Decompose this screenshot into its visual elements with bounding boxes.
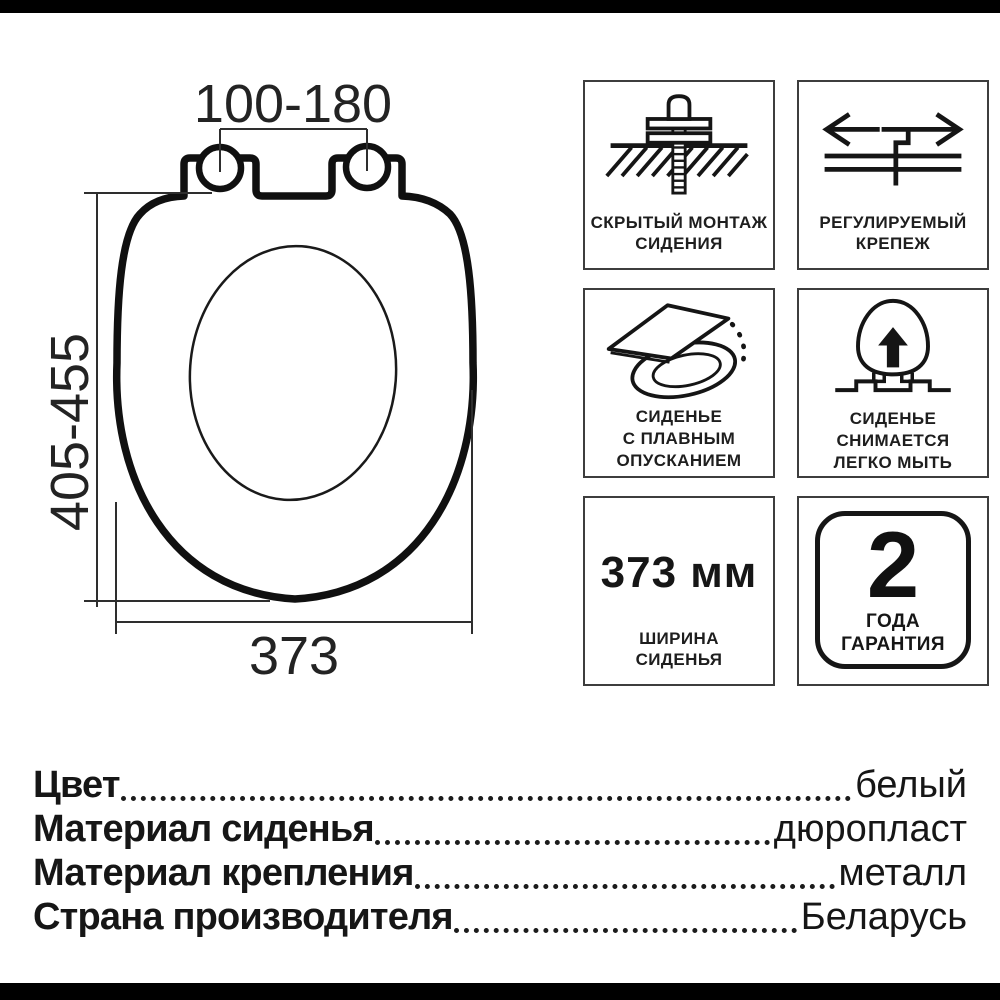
bottom-black-bar: [0, 983, 1000, 1000]
spec-row-color: Цвет белый: [33, 762, 967, 806]
removable-seat-icon: [835, 298, 951, 393]
spec-list: Цвет белый Материал сиденья дюропласт Ма…: [33, 762, 967, 938]
feature-caption: СИДЕНЬЕ СНИМАЕТСЯ ЛЕГКО МЫТЬ: [833, 409, 953, 472]
feature-caption: РЕГУЛИРУЕМЫЙ КРЕПЕЖ: [819, 212, 967, 254]
seat-width-value: 373 мм: [600, 548, 758, 597]
spec-label: Цвет: [33, 764, 120, 807]
warranty-years-value: 2: [866, 511, 920, 617]
feature-removable-seat: СИДЕНЬЕ СНИМАЕТСЯ ЛЕГКО МЫТЬ: [797, 288, 989, 478]
spec-value: дюропласт: [773, 808, 967, 851]
feature-caption: СИДЕНЬЕ С ПЛАВНЫМ ОПУСКАНИЕМ: [616, 407, 742, 470]
length-label: 405-455: [40, 333, 100, 531]
spec-value: Беларусь: [800, 896, 967, 939]
dotted-leader: [414, 884, 835, 889]
feature-grid: СКРЫТЫЙ МОНТАЖ СИДЕНИЯ: [583, 80, 989, 686]
feature-warranty: 2 ГОДА ГАРАНТИЯ: [797, 496, 989, 686]
adjustable-fastening-icon: [822, 111, 964, 186]
spec-value: металл: [838, 852, 967, 895]
feature-seat-width: 373 мм ШИРИНА СИДЕНЬЯ: [583, 496, 775, 686]
warranty-badge: 2 ГОДА ГАРАНТИЯ: [815, 511, 971, 669]
seat-outline: [112, 154, 478, 603]
dotted-leader: [453, 928, 797, 933]
dotted-leader: [374, 840, 770, 845]
top-black-bar: [0, 0, 1000, 13]
spec-label: Страна производителя: [33, 896, 454, 939]
spec-row-country: Страна производителя Беларусь: [33, 894, 967, 938]
feature-caption: ШИРИНА СИДЕНЬЯ: [635, 628, 723, 670]
soft-close-icon: [606, 303, 747, 400]
warranty-caption: ГОДА ГАРАНТИЯ: [841, 610, 945, 655]
hinge-distance-label: 100-180: [194, 74, 392, 134]
feature-adjustable-fastening: РЕГУЛИРУЕМЫЙ КРЕПЕЖ: [797, 80, 989, 270]
spec-row-seat-material: Материал сиденья дюропласт: [33, 806, 967, 850]
spec-row-fastening-material: Материал крепления металл: [33, 850, 967, 894]
spec-label: Материал сиденья: [33, 808, 375, 851]
concealed-mount-icon: [605, 94, 749, 195]
hinge-distance-dimension: [219, 128, 368, 172]
seat-technical-drawing: 100-180 405-455 373: [40, 74, 478, 686]
width-dimension: [115, 390, 473, 634]
spec-value: белый: [855, 764, 967, 807]
feature-concealed-mount: СКРЫТЫЙ МОНТАЖ СИДЕНИЯ: [583, 80, 775, 270]
feature-caption: СКРЫТЫЙ МОНТАЖ СИДЕНИЯ: [590, 212, 768, 254]
spec-label: Материал крепления: [33, 852, 414, 895]
dotted-leader: [120, 796, 852, 801]
feature-soft-close: СИДЕНЬЕ С ПЛАВНЫМ ОПУСКАНИЕМ: [583, 288, 775, 478]
seat-inner-opening: [188, 244, 398, 502]
width-label: 373: [249, 626, 339, 686]
